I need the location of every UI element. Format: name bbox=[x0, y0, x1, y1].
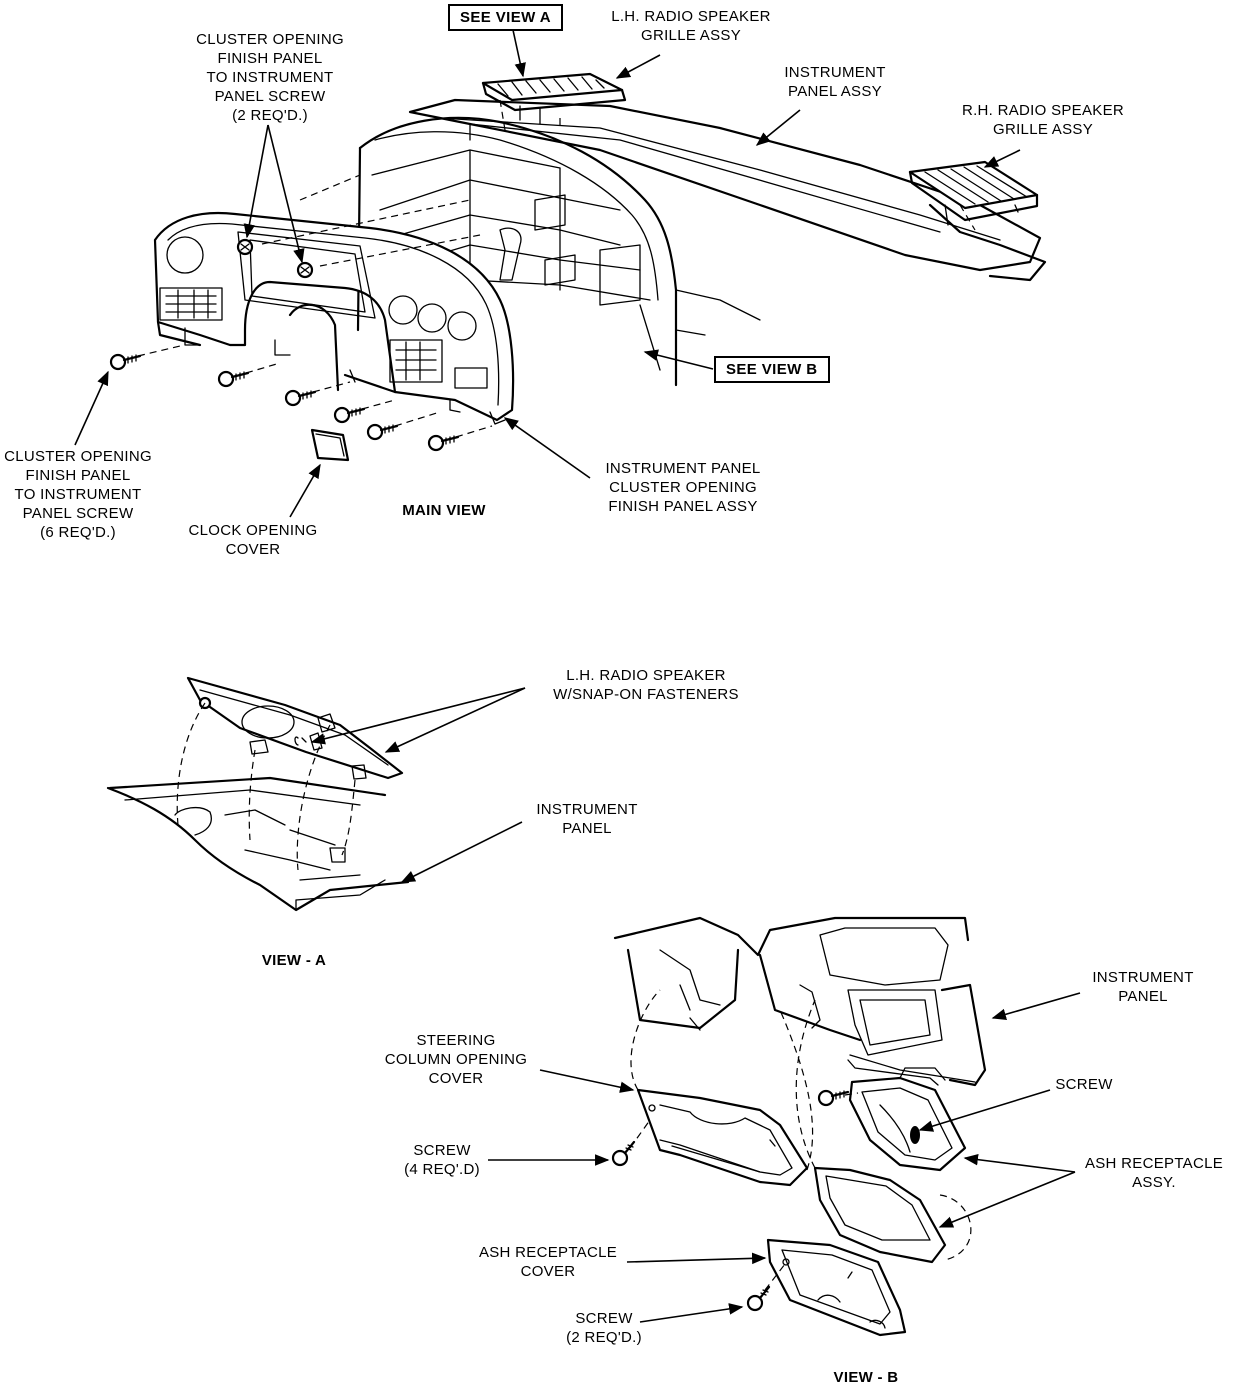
screw-bottom-label: CLUSTER OPENING FINISH PANEL TO INSTRUME… bbox=[4, 448, 152, 541]
instrument-panel-assy-label: INSTRUMENT PANEL ASSY bbox=[784, 64, 886, 100]
main-view-title: MAIN VIEW bbox=[402, 502, 486, 519]
lh-grille-label: L.H. RADIO SPEAKER GRILLE ASSY bbox=[611, 8, 771, 44]
rh-speaker-grille bbox=[908, 160, 1039, 226]
clock-opening-cover bbox=[310, 428, 350, 462]
screw-4-label: SCREW (4 REQ'.D) bbox=[404, 1142, 480, 1178]
view-a-instrument-panel-label: INSTRUMENT PANEL bbox=[536, 801, 638, 837]
screw-2-label: SCREW (2 REQ'D.) bbox=[566, 1310, 642, 1346]
screw-top-label: CLUSTER OPENING FINISH PANEL TO INSTRUME… bbox=[196, 31, 344, 124]
lh-speaker-grille bbox=[481, 72, 627, 112]
steering-cover-label: STEERING COLUMN OPENING COVER bbox=[384, 1032, 528, 1087]
finish-panel-assy-label: INSTRUMENT PANEL CLUSTER OPENING FINISH … bbox=[605, 460, 761, 515]
view-a-speaker bbox=[186, 676, 404, 780]
see-view-b-callout: SEE VIEW B bbox=[714, 356, 830, 383]
view-b-title: VIEW - B bbox=[833, 1369, 899, 1386]
ash-assy-label: ASH RECEPTACLE ASSY. bbox=[1084, 1155, 1224, 1191]
clock-cover-label: CLOCK OPENING COVER bbox=[188, 522, 318, 558]
ash-receptacle-cover bbox=[766, 1238, 907, 1337]
screw-icon bbox=[611, 1089, 850, 1312]
view-a-instrument-panel bbox=[106, 776, 410, 912]
cluster-finish-panel bbox=[153, 211, 515, 425]
screw-icon bbox=[109, 238, 460, 452]
ash-receptacle-assy bbox=[848, 1067, 967, 1172]
steering-column-cover bbox=[636, 1088, 809, 1187]
see-view-a-callout: SEE VIEW A bbox=[448, 4, 563, 31]
ash-receptacle-frame bbox=[813, 1166, 972, 1264]
view-b-screw-label: SCREW bbox=[1055, 1076, 1113, 1093]
view-a-speaker-label: L.H. RADIO SPEAKER W/SNAP-ON FASTENERS bbox=[553, 667, 739, 703]
rh-grille-label: R.H. RADIO SPEAKER GRILLE ASSY bbox=[961, 102, 1125, 138]
view-b-instrument-panel bbox=[613, 916, 987, 1087]
ash-cover-label: ASH RECEPTACLE COVER bbox=[478, 1244, 618, 1280]
view-b-instrument-panel-label: INSTRUMENT PANEL bbox=[1092, 969, 1194, 1005]
view-a-title: VIEW - A bbox=[261, 952, 327, 969]
